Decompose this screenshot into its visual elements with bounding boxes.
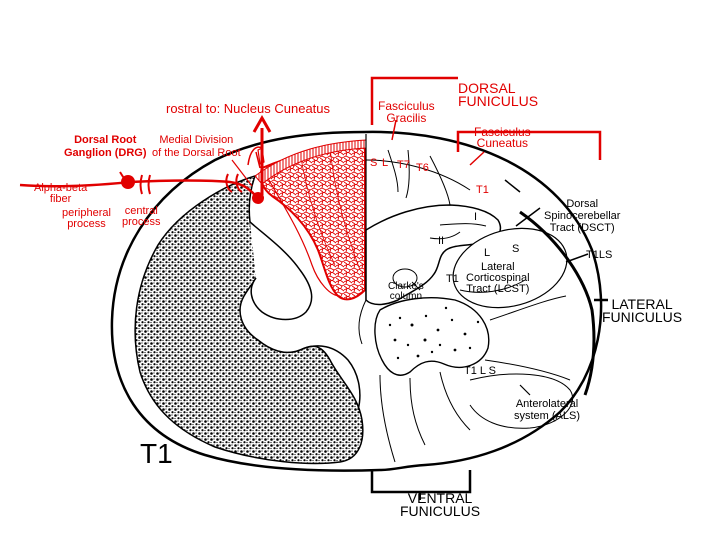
t1ls-lower-label: T1 L S — [464, 366, 496, 377]
lamina-t1-label: T1 — [476, 185, 489, 196]
clarkes-column-label: Clarke's column — [388, 282, 424, 302]
lcst-l-label: L — [484, 248, 490, 259]
lcst-s-label: S — [512, 244, 519, 255]
lamina-i-label: I — [474, 212, 477, 223]
central-process-label: central process — [122, 206, 161, 228]
segment-label: T1 — [140, 440, 173, 468]
lcst-t1-label: T1 — [446, 274, 459, 285]
fasciculus-gracilis-label: Fasciculus Gracilis — [378, 100, 435, 124]
lateral-funiculus-label: LATERAL FUNICULUS — [602, 298, 682, 324]
lamina-ii-label: II — [438, 236, 444, 247]
lamina-l-label: L — [382, 158, 388, 169]
lamina-t7-label: T7 — [397, 160, 410, 171]
lamina-t6-label: T6 — [416, 163, 429, 174]
peripheral-process-label: peripheral process — [62, 208, 111, 230]
dsct-label: Dorsal Spinocerebellar Tract (DSCT) — [544, 198, 620, 234]
ventral-funiculus-label: VENTRAL FUNICULUS — [400, 492, 480, 518]
drg-label: Dorsal Root Ganglion (DRG) — [64, 134, 147, 160]
t1ls-right-label: T1LS — [586, 250, 612, 261]
fasciculus-cuneatus-label: Fasciculus Cuneatus — [474, 127, 531, 149]
rostral-label: rostral to: Nucleus Cuneatus — [166, 102, 330, 115]
alpha-beta-label: Alpha-beta fiber — [34, 183, 87, 205]
ventral-funiculus-bracket — [372, 470, 470, 492]
lcst-label: Lateral Corticospinal Tract (LCST) — [466, 262, 530, 295]
lamina-s-label: S — [370, 158, 377, 169]
als-label: Anterolateral system (ALS) — [514, 398, 580, 422]
medial-division-label: Medial Division of the Dorsal Root — [152, 134, 241, 160]
dorsal-funiculus-label: DORSAL FUNICULUS — [458, 82, 538, 108]
